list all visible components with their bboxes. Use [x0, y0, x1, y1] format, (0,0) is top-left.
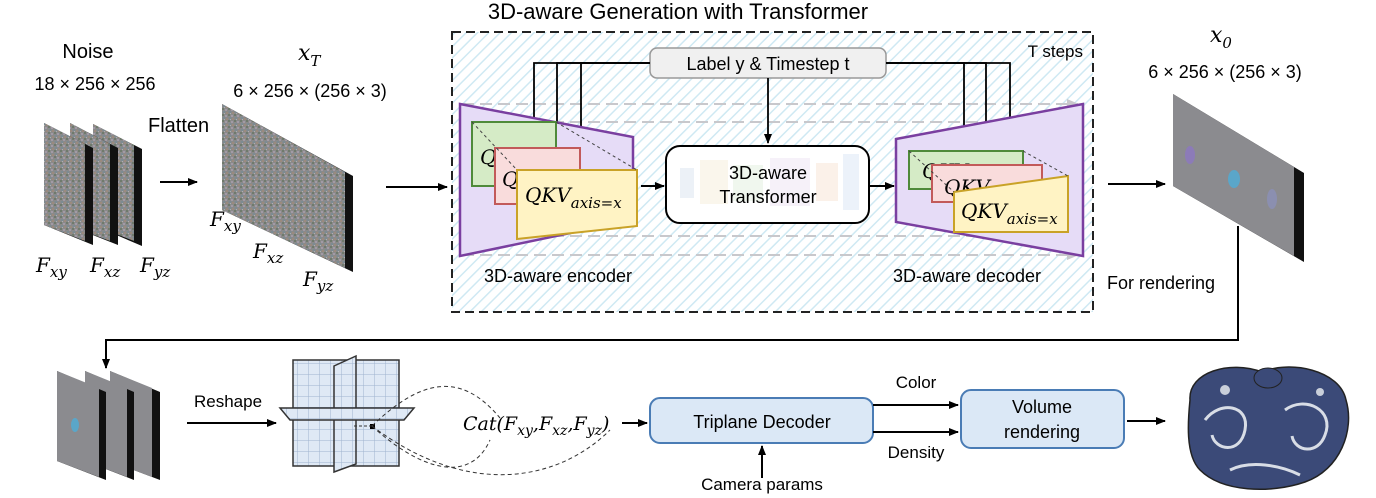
- object-neck: [1253, 367, 1283, 389]
- transformer-box: [665, 145, 870, 224]
- flatten-label: Flatten: [148, 115, 209, 137]
- volume-line2: rendering: [1004, 422, 1080, 442]
- x0-dims: 6 × 256 × (256 × 3): [1148, 62, 1302, 82]
- camera-params-label: Camera params: [701, 475, 823, 494]
- encoder-qkv-label: QKVaxis=x: [525, 183, 622, 212]
- color-label: Color: [896, 373, 937, 392]
- decoder-qkv-label: QKVaxis=x: [961, 199, 1058, 228]
- section-title: 3D-aware Generation with Transformer: [488, 0, 868, 24]
- reshaped-blob: [71, 418, 79, 432]
- transformer-thumbnail: [680, 154, 859, 210]
- decoder: QKV QKV QKVaxis=x: [894, 102, 1085, 258]
- transformer-line1: 3D-aware: [729, 163, 807, 183]
- xt-fxy: Fxy: [209, 207, 241, 235]
- x0-symbol: x0: [1210, 23, 1232, 52]
- xt-fxz: Fxz: [252, 239, 283, 267]
- noise-fxy: Fxy: [35, 253, 67, 281]
- object-highlight-1: [1220, 385, 1230, 395]
- xt-dims: 6 × 256 × (256 × 3): [233, 81, 387, 101]
- reshaped-planes: [57, 371, 160, 480]
- triplane-decoder-label: Triplane Decoder: [693, 412, 830, 432]
- encoder-qkv-block: [516, 169, 638, 241]
- noise-plane-1: [44, 123, 85, 241]
- decoder-qkv-block: [953, 174, 1069, 233]
- noise-fyz: Fyz: [139, 253, 170, 281]
- volume-line1: Volume: [1012, 397, 1072, 417]
- noise-fxz: Fxz: [89, 253, 120, 281]
- noise-label: Noise: [62, 41, 113, 63]
- density-label: Density: [888, 443, 945, 462]
- rendered-object: [1187, 366, 1350, 490]
- object-highlight-2: [1316, 388, 1324, 396]
- noise-planes: [44, 123, 142, 246]
- triplane-grid: [278, 354, 611, 476]
- encoder: Q Q QKVaxis=x: [458, 102, 638, 258]
- decoder-label: 3D-aware decoder: [893, 266, 1041, 286]
- xt-plane: [222, 104, 345, 268]
- transformer-line2: Transformer: [719, 187, 816, 207]
- encoder-label: 3D-aware encoder: [484, 266, 632, 286]
- render-connector: [102, 226, 1239, 369]
- x0-blob-2: [1228, 170, 1240, 188]
- noise-dims: 18 × 256 × 256: [34, 74, 155, 94]
- for-rendering-label: For rendering: [1107, 273, 1215, 293]
- x0-blob-3: [1267, 189, 1277, 209]
- object-body: [1187, 366, 1350, 490]
- triplane-decoder-box: [649, 397, 874, 444]
- encoder-q2-text: Q: [502, 167, 518, 191]
- reshape-label: Reshape: [194, 392, 262, 411]
- xt-symbol: xT: [298, 41, 321, 70]
- label-timestep-text: Label y & Timestep t: [686, 54, 849, 74]
- t-steps-label: T steps: [1028, 42, 1083, 61]
- xt-fyz: Fyz: [302, 267, 333, 295]
- volume-rendering-box: [960, 389, 1125, 449]
- cat-expression: Cat(Fxy,Fxz,Fyz): [463, 413, 609, 439]
- triplane-xz: [278, 407, 416, 421]
- x0-blob-1: [1185, 146, 1195, 164]
- encoder-q1-text: Q: [480, 145, 496, 169]
